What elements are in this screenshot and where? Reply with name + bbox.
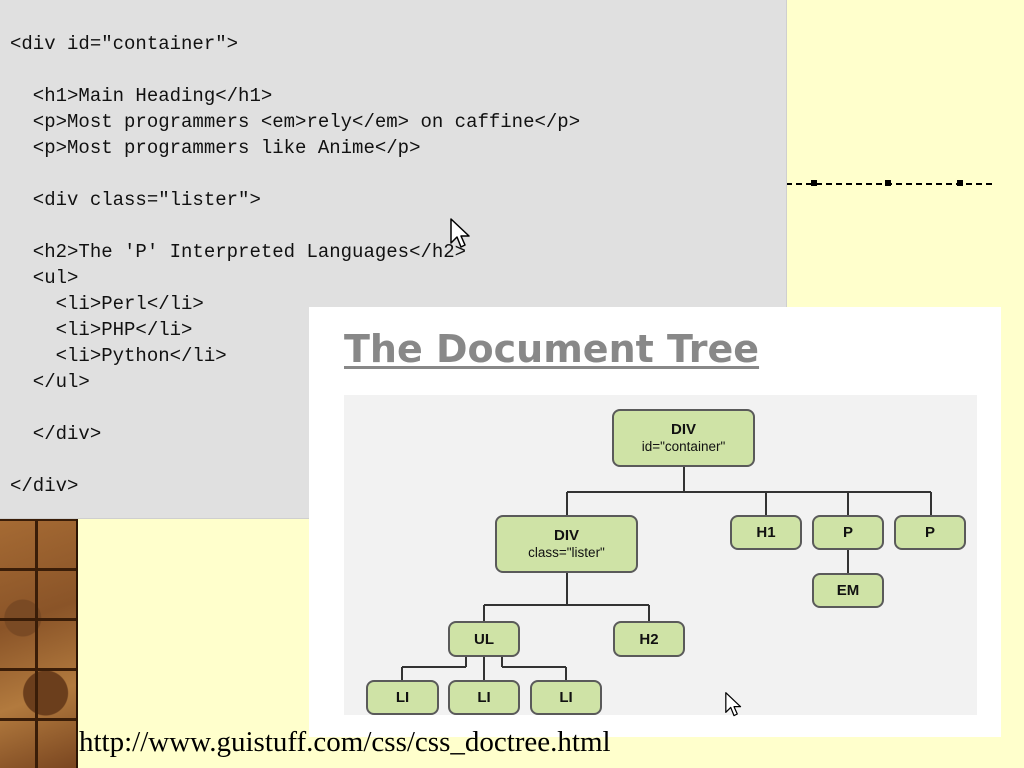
tree-node-li: LI bbox=[366, 680, 439, 715]
code-line: <ul> bbox=[10, 267, 79, 289]
code-line: <p>Most programmers like Anime</p> bbox=[10, 137, 421, 159]
code-line: <div class="lister"> bbox=[10, 189, 261, 211]
node-tag: H2 bbox=[639, 630, 659, 648]
tree-diagram: DIV id="container" DIV class="lister" H1… bbox=[344, 395, 977, 715]
tree-node-div-container: DIV id="container" bbox=[612, 409, 755, 467]
node-tag: EM bbox=[836, 582, 860, 599]
node-attribute: id="container" bbox=[641, 439, 726, 454]
node-tag: H1 bbox=[756, 524, 776, 541]
decorative-square-marker bbox=[811, 180, 817, 186]
tree-node-h1: H1 bbox=[730, 515, 802, 550]
code-line: </ul> bbox=[10, 371, 90, 393]
code-line: <li>Python</li> bbox=[10, 345, 227, 367]
decorative-square-marker bbox=[957, 180, 963, 186]
tree-node-div-lister: DIV class="lister" bbox=[495, 515, 638, 573]
node-tag: DIV bbox=[553, 527, 579, 544]
code-line: <h2>The 'P' Interpreted Languages</h2> bbox=[10, 241, 467, 263]
tree-node-ul: UL bbox=[448, 621, 520, 657]
code-line: <div id="container"> bbox=[10, 33, 239, 55]
tree-node-em: EM bbox=[812, 573, 884, 608]
decorative-square-marker bbox=[885, 180, 891, 186]
code-line: <h1>Main Heading</h1> bbox=[10, 85, 273, 107]
mouse-pointer-icon bbox=[725, 692, 742, 717]
tree-node-p: P bbox=[812, 515, 884, 550]
source-url-caption[interactable]: http://www.guistuff.com/css/css_doctree.… bbox=[79, 726, 611, 758]
tree-node-li: LI bbox=[530, 680, 602, 715]
mouse-pointer-icon bbox=[450, 218, 470, 248]
node-tag: P bbox=[924, 524, 935, 541]
node-tag: LI bbox=[395, 689, 410, 706]
code-line: </div> bbox=[10, 475, 79, 497]
node-tag: P bbox=[842, 524, 853, 541]
code-line: <li>PHP</li> bbox=[10, 319, 193, 341]
code-line: </div> bbox=[10, 423, 102, 445]
code-line: <li>Perl</li> bbox=[10, 293, 204, 315]
node-tag: UL bbox=[474, 630, 494, 648]
node-tag: LI bbox=[477, 689, 491, 706]
tree-connectors bbox=[401, 467, 932, 680]
document-tree-panel: The Document Tree bbox=[309, 307, 1001, 737]
tree-node-h2: H2 bbox=[613, 621, 685, 657]
tree-title: The Document Tree bbox=[344, 327, 760, 371]
decorative-texture-strip bbox=[0, 518, 78, 768]
code-line: <p>Most programmers <em>rely</em> on caf… bbox=[10, 111, 581, 133]
node-tag: DIV bbox=[670, 421, 696, 438]
tree-node-li: LI bbox=[448, 680, 520, 715]
node-tag: LI bbox=[559, 689, 573, 706]
tree-node-p: P bbox=[894, 515, 966, 550]
node-attribute: class="lister" bbox=[528, 545, 605, 560]
